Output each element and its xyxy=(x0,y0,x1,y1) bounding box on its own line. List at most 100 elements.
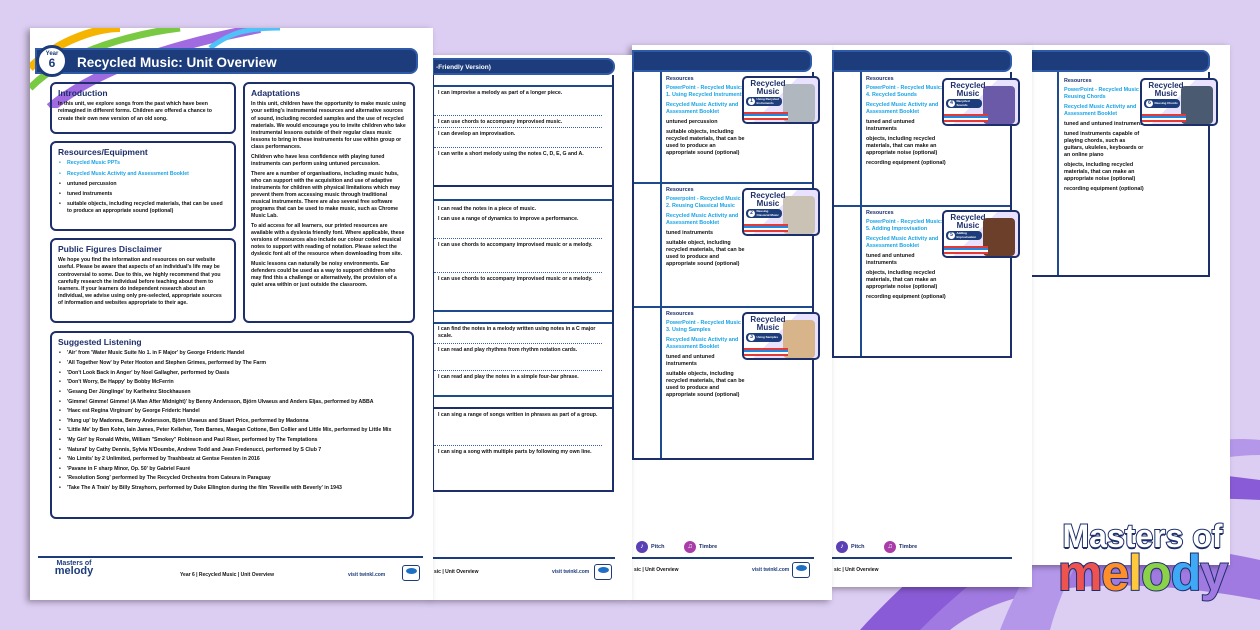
lesson-illustration xyxy=(783,320,815,358)
resource-item: tuned instruments xyxy=(666,230,714,237)
dotted-divider xyxy=(434,147,602,148)
lesson-number: 4 xyxy=(948,100,955,107)
listening-item: 'All Together Now' by Peter Hooton and S… xyxy=(58,360,406,367)
thumbnail-title: Recycled Music xyxy=(750,315,786,332)
lesson-table: Resources PowerPoint - Recycled Music 6.… xyxy=(1030,72,1218,277)
booklet-link[interactable]: Recycled Music Activity and Assessment B… xyxy=(666,213,739,227)
pitch-icon: ♪ xyxy=(636,541,648,553)
resource-item: objects, including recycled materials, t… xyxy=(866,136,938,157)
listening-item: 'Little Me' by Ben Kohn, Iain James, Pet… xyxy=(58,427,406,434)
resource-link[interactable]: Recycled Music PPTs xyxy=(58,160,228,167)
resource-item: objects, including recycled materials, t… xyxy=(1064,162,1136,183)
resource-item: tuned and untuned instruments xyxy=(866,253,915,267)
resource-item: tuned and untuned instruments xyxy=(666,354,715,368)
listening-item: 'Haec est Regina Virginum' by George Fri… xyxy=(58,408,406,415)
twinkl-link[interactable]: visit twinkl.com xyxy=(552,569,590,575)
statement: I can use chords to accompany improvised… xyxy=(438,119,563,125)
booklet-link[interactable]: Recycled Music Activity and Assessment B… xyxy=(666,337,739,351)
booklet-link[interactable]: Recycled Music Activity and Assessment B… xyxy=(666,102,739,116)
twinkl-link[interactable]: visit twinkl.com xyxy=(348,572,386,578)
powerpoint-link[interactable]: PowerPoint - Recycled Music 3. Using Sam… xyxy=(666,320,741,334)
introduction-box: Introduction In this unit, we explore so… xyxy=(50,82,236,134)
powerpoint-link[interactable]: PowerPoint - Recycled Music: 4. Recycled… xyxy=(866,85,943,99)
resource-item: tuned and untuned instruments xyxy=(1064,121,1145,128)
page-header-bar: Recycled Music: Unit Overview xyxy=(35,48,418,74)
statement: I can read the notes in a piece of music… xyxy=(438,206,537,212)
logo-line-2: melody xyxy=(1057,544,1229,601)
listening-item: 'Resolution Song' performed by The Recyc… xyxy=(58,475,406,482)
lesson-1-resources: Resources PowerPoint - Recycled Music: 1… xyxy=(666,76,746,160)
statement: I can sing a song with multiple parts by… xyxy=(438,449,592,455)
legend-timbre: Timbre xyxy=(699,544,718,550)
resources-label: Resources xyxy=(866,210,894,216)
resources-label: Resources xyxy=(1064,78,1092,84)
lesson-2-resources: Resources Powerpoint - Recycled Music 2.… xyxy=(666,187,746,271)
statement: I can read and play the notes in a simpl… xyxy=(438,374,579,380)
page-header-bar xyxy=(632,50,812,72)
masters-of-melody-logo: Masters of melody xyxy=(1030,519,1255,622)
listening-item: 'Hung up' by Madonna, Benny Andersson, B… xyxy=(58,418,406,425)
footer-divider xyxy=(432,557,615,559)
booklet-link[interactable]: Recycled Music Activity and Assessment B… xyxy=(866,236,939,250)
page-header-bar: -Friendly Version) xyxy=(432,58,615,75)
statement: I can develop an improvisation. xyxy=(438,131,516,137)
listening-list: 'Air' from 'Water Music Suite No 1. in F… xyxy=(58,350,406,492)
statement: I can sing a range of songs written in p… xyxy=(438,412,598,418)
listening-item: 'Gesang Der Jünglinge' by Karlheinz Stoc… xyxy=(58,389,406,396)
lesson-table: Resources PowerPoint - Recycled Music: 1… xyxy=(632,72,820,460)
lesson-number: 3 xyxy=(748,334,755,341)
row-divider xyxy=(634,182,812,184)
powerpoint-link[interactable]: PowerPoint - Recycled Music: 5. Adding I… xyxy=(866,219,943,233)
thumbnail-title: Recycled Music xyxy=(950,213,986,230)
booklet-link[interactable]: Recycled Music Activity and Assessment B… xyxy=(866,102,939,116)
resources-label: Resources xyxy=(666,311,694,317)
resource-item: recording equipment (optional) xyxy=(866,294,946,301)
row-divider xyxy=(434,395,612,397)
footer-title: sic | Unit Overview xyxy=(634,567,679,573)
thumbnail-title: Recycled Music xyxy=(1148,81,1184,98)
row-divider xyxy=(434,199,612,201)
powerpoint-link[interactable]: PowerPoint - Recycled Music: 1. Using Re… xyxy=(666,85,745,99)
stripe-decoration xyxy=(744,112,788,120)
page-unit-overview: Recycled Music: Unit Overview Year 6 Int… xyxy=(30,28,433,600)
pitch-icon: ♪ xyxy=(836,541,848,553)
lesson-subtitle: Reusing Chords xyxy=(1154,100,1178,105)
listening-item: 'Take The A Train' by Billy Strayhorn, p… xyxy=(58,485,406,492)
powerpoint-link[interactable]: Powerpoint - Recycled Music 2. Reusing C… xyxy=(666,196,741,210)
row-divider xyxy=(834,205,1010,207)
footer-title: sic | Unit Overview xyxy=(434,569,479,575)
twinkl-badge-icon xyxy=(792,562,810,578)
stripe-decoration xyxy=(1142,114,1186,122)
resources-label: Resources xyxy=(866,76,894,82)
lesson-illustration xyxy=(783,84,815,122)
resource-link[interactable]: Recycled Music Activity and Assessment B… xyxy=(58,171,228,178)
resource-item: tuned and untuned instruments xyxy=(866,119,915,133)
resource-item: suitable object, including recycled mate… xyxy=(666,240,745,268)
suggested-listening-box: Suggested Listening 'Air' from 'Water Mu… xyxy=(50,331,414,519)
twinkl-badge-icon xyxy=(594,564,612,580)
statement: I can use chords to accompany improvised… xyxy=(438,276,593,282)
lesson-4-resources: Resources PowerPoint - Recycled Music: 4… xyxy=(866,76,946,170)
statement: I can find the notes in a melody written… xyxy=(438,326,596,339)
lesson-illustration xyxy=(983,86,1015,124)
page-lessons-4-5: Resources PowerPoint - Recycled Music: 4… xyxy=(832,45,1032,587)
row-divider xyxy=(434,322,612,324)
lesson-number: 6 xyxy=(1146,100,1153,107)
page-title: Recycled Music: Unit Overview xyxy=(77,55,277,70)
twinkl-link[interactable]: visit twinkl.com xyxy=(752,567,790,573)
footer-title: Year 6 | Recycled Music | Unit Overview xyxy=(180,572,274,578)
footer-title: sic | Unit Overview xyxy=(834,567,879,573)
legend-timbre: Timbre xyxy=(899,544,918,550)
powerpoint-link[interactable]: PowerPoint - Recycled Music 6. Reusing C… xyxy=(1064,87,1145,101)
booklet-link[interactable]: Recycled Music Activity and Assessment B… xyxy=(1064,104,1137,118)
